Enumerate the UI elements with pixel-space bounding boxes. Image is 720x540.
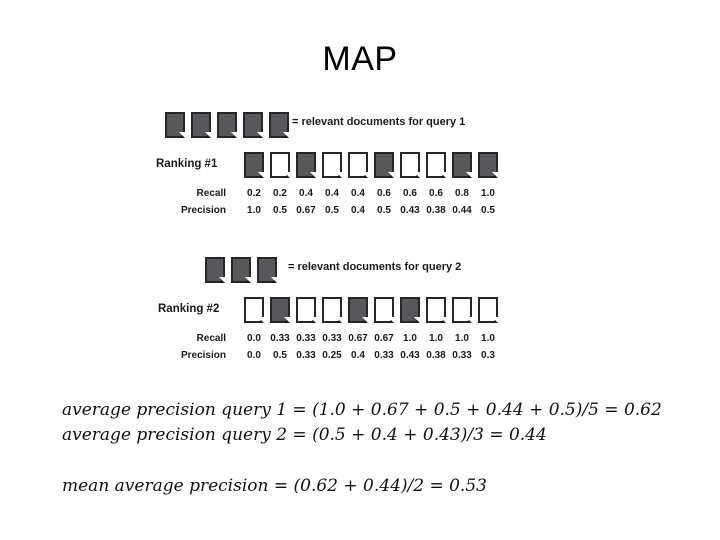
- equations-block: average precision query 1 = (1.0 + 0.67 …: [62, 398, 702, 499]
- ranking-2-precision-value-3: 0.33: [296, 350, 316, 361]
- ranking-2-label: Ranking #2: [158, 303, 220, 315]
- ranking-2-precision-value-6: 0.33: [374, 350, 394, 361]
- ranking-2-recall-label: Recall: [196, 333, 226, 344]
- ranking-1-recall-value-2: 0.2: [273, 188, 287, 199]
- query-1-block: = relevant documents for query 1 Ranking…: [0, 108, 720, 222]
- ranking-1-recall-value-10: 1.0: [481, 188, 495, 199]
- query-1-legend-row: = relevant documents for query 1: [0, 108, 720, 146]
- relevant-document-icon: [243, 112, 263, 138]
- ranking-1-precision-row: Precision 1.0 0.5 0.67 0.5 0.4 0.5 0.43 0.38 0.4…: [0, 205, 720, 222]
- ranking-1-recall-value-7: 0.6: [403, 188, 417, 199]
- ranking-1-precision-label: Precision: [180, 205, 226, 216]
- ranking-2-precision-value-1: 0.0: [247, 350, 261, 361]
- nonrelevant-document-icon: [348, 152, 368, 178]
- relevant-document-icon: [205, 257, 225, 283]
- ranking-1-recall-value-8: 0.6: [429, 188, 443, 199]
- ranking-2-precision-value-4: 0.25: [322, 350, 342, 361]
- ranking-2-precision-row: Precision 0.0 0.5 0.33 0.25 0.4 0.33 0.43 0.38 0…: [0, 350, 720, 367]
- query-2-legend-label: = relevant documents for query 2: [288, 261, 462, 273]
- ranking-1-precision-value-5: 0.4: [351, 205, 365, 216]
- ranking-2-recall-value-8: 1.0: [429, 333, 443, 344]
- ranking-1-recall-value-1: 0.2: [247, 188, 261, 199]
- ranking-2-precision-label: Precision: [180, 350, 226, 361]
- ranking-1-recall-value-9: 0.8: [455, 188, 469, 199]
- map-figure: = relevant documents for query 1 Ranking…: [0, 108, 720, 388]
- query-2-legend-row: = relevant documents for query 2: [0, 253, 720, 291]
- equation-average-precision-query-2: average precision query 2 = (0.5 + 0.4 +…: [62, 425, 547, 445]
- ranking-2-precision-value-2: 0.5: [273, 350, 287, 361]
- ranking-2-recall-value-4: 0.33: [322, 333, 342, 344]
- nonrelevant-document-icon: [322, 297, 342, 323]
- ranking-1-precision-value-8: 0.38: [426, 205, 446, 216]
- relevant-document-icon: [244, 152, 264, 178]
- nonrelevant-document-icon: [322, 152, 342, 178]
- ranking-1-precision-value-4: 0.5: [325, 205, 339, 216]
- ranking-2-recall-value-10: 1.0: [481, 333, 495, 344]
- ranking-2-precision-value-5: 0.4: [351, 350, 365, 361]
- query-2-block: = relevant documents for query 2 Ranking…: [0, 253, 720, 367]
- relevant-document-icon: [270, 297, 290, 323]
- ranking-1-precision-value-7: 0.43: [400, 205, 420, 216]
- ranking-2-recall-value-5: 0.67: [348, 333, 368, 344]
- ranking-2-row: Ranking #2: [0, 291, 720, 333]
- ranking-1-recall-value-5: 0.4: [351, 188, 365, 199]
- relevant-document-icon: [452, 152, 472, 178]
- page-title: MAP: [322, 40, 398, 78]
- relevant-document-icon: [217, 112, 237, 138]
- query-1-legend-label: = relevant documents for query 1: [292, 116, 466, 128]
- equation-average-precision-query-1: average precision query 1 = (1.0 + 0.67 …: [62, 400, 662, 420]
- ranking-2-recall-value-2: 0.33: [270, 333, 290, 344]
- ranking-2-recall-value-6: 0.67: [374, 333, 394, 344]
- relevant-document-icon: [348, 297, 368, 323]
- ranking-2-precision-value-10: 0.3: [481, 350, 495, 361]
- ranking-1-precision-value-2: 0.5: [273, 205, 287, 216]
- ranking-2-precision-value-9: 0.33: [452, 350, 472, 361]
- ranking-1-recall-row: Recall 0.2 0.2 0.4 0.4 0.4 0.6 0.6 0.6 0.8 1.0: [0, 188, 720, 205]
- ranking-1-recall-value-4: 0.4: [325, 188, 339, 199]
- ranking-1-recall-label: Recall: [196, 188, 226, 199]
- relevant-document-icon: [374, 152, 394, 178]
- ranking-2-recall-value-3: 0.33: [296, 333, 316, 344]
- relevant-document-icon: [296, 152, 316, 178]
- equation-mean-average-precision: mean average precision = (0.62 + 0.44)/2…: [62, 476, 487, 496]
- relevant-document-icon: [231, 257, 251, 283]
- relevant-document-icon: [257, 257, 277, 283]
- ranking-2-precision-value-7: 0.43: [400, 350, 420, 361]
- ranking-1-precision-value-9: 0.44: [452, 205, 472, 216]
- ranking-2-recall-value-7: 1.0: [403, 333, 417, 344]
- relevant-document-icon: [165, 112, 185, 138]
- nonrelevant-document-icon: [270, 152, 290, 178]
- nonrelevant-document-icon: [400, 152, 420, 178]
- ranking-1-recall-value-3: 0.4: [299, 188, 313, 199]
- ranking-1-precision-value-3: 0.67: [296, 205, 316, 216]
- ranking-2-recall-row: Recall 0.0 0.33 0.33 0.33 0.67 0.67 1.0 1.0 1.0 1…: [0, 333, 720, 350]
- nonrelevant-document-icon: [426, 152, 446, 178]
- relevant-document-icon: [269, 112, 289, 138]
- nonrelevant-document-icon: [478, 297, 498, 323]
- nonrelevant-document-icon: [296, 297, 316, 323]
- ranking-1-label: Ranking #1: [156, 158, 218, 170]
- nonrelevant-document-icon: [426, 297, 446, 323]
- ranking-1-precision-value-10: 0.5: [481, 205, 495, 216]
- relevant-document-icon: [400, 297, 420, 323]
- ranking-2-precision-value-8: 0.38: [426, 350, 446, 361]
- relevant-document-icon: [478, 152, 498, 178]
- ranking-1-row: Ranking #1: [0, 146, 720, 188]
- nonrelevant-document-icon: [452, 297, 472, 323]
- ranking-2-recall-value-1: 0.0: [247, 333, 261, 344]
- ranking-2-recall-value-9: 1.0: [455, 333, 469, 344]
- ranking-1-recall-value-6: 0.6: [377, 188, 391, 199]
- nonrelevant-document-icon: [374, 297, 394, 323]
- relevant-document-icon: [191, 112, 211, 138]
- ranking-1-precision-value-6: 0.5: [377, 205, 391, 216]
- ranking-1-precision-value-1: 1.0: [247, 205, 261, 216]
- nonrelevant-document-icon: [244, 297, 264, 323]
